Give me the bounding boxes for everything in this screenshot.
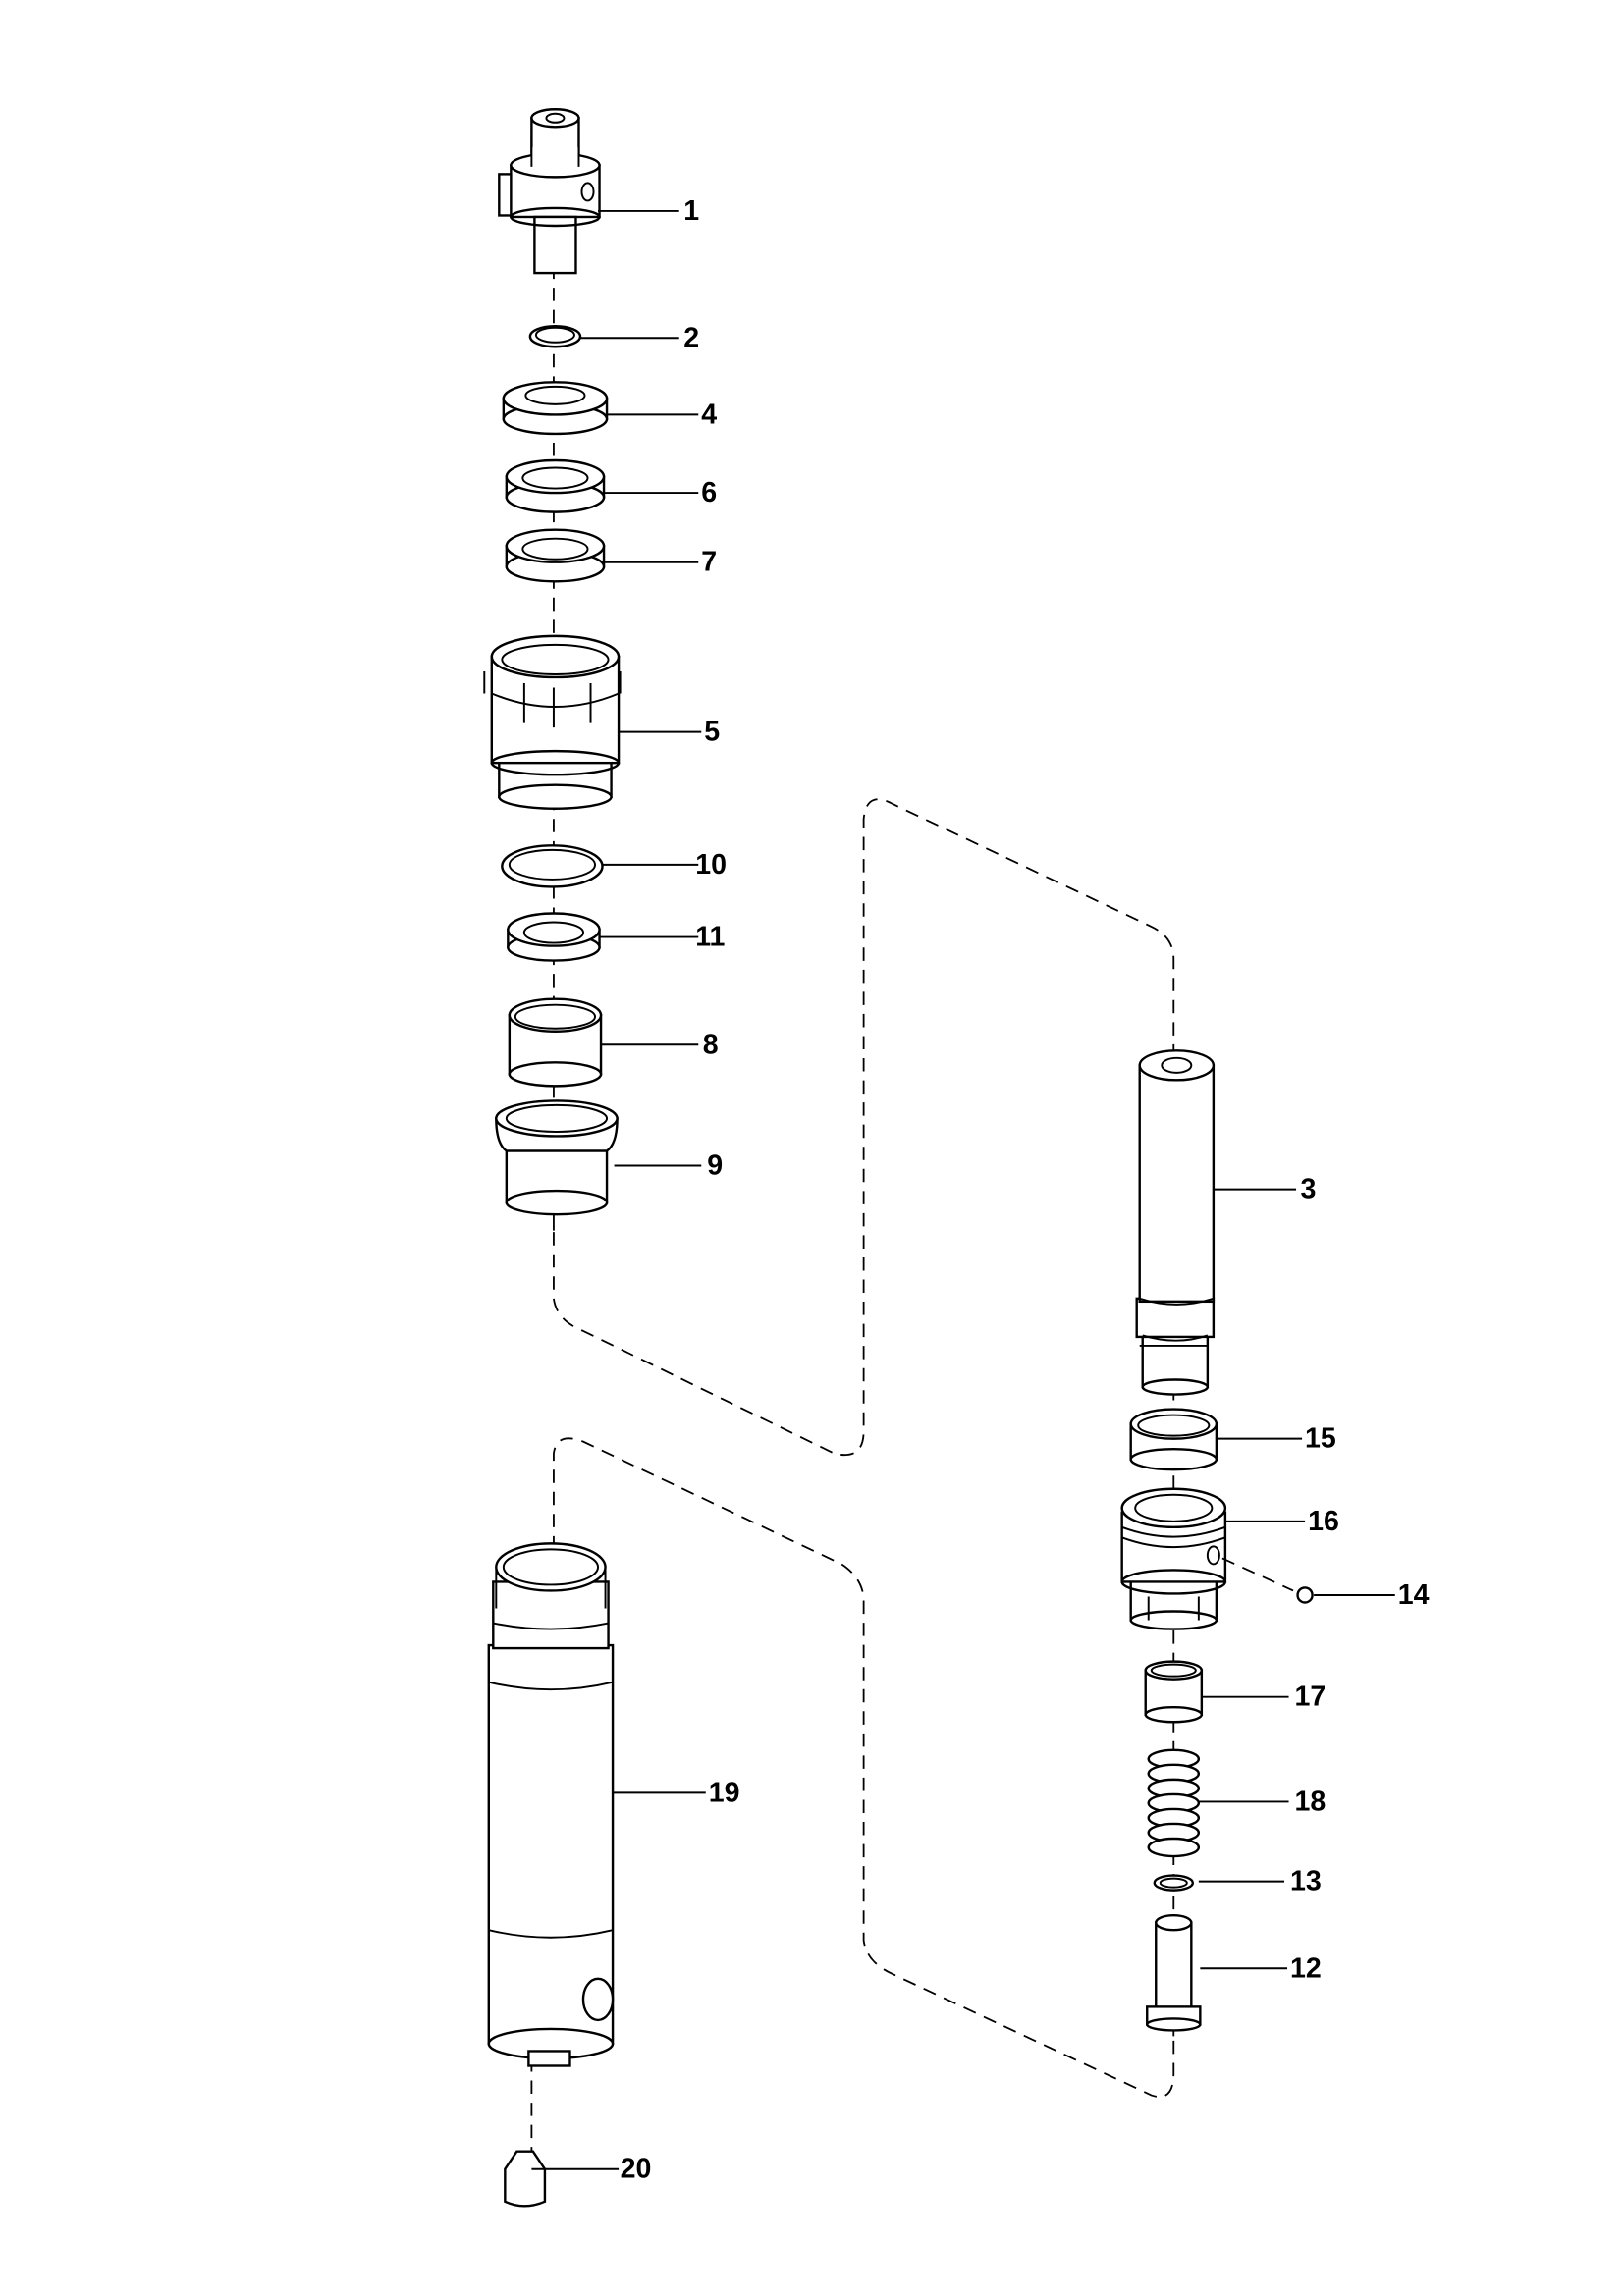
part-15-sleeve (1129, 1408, 1218, 1471)
callout-18: 18 (1295, 1786, 1326, 1817)
callout-12: 12 (1290, 1952, 1322, 1984)
part-1-adapter (498, 108, 601, 275)
part-20-pin (504, 2150, 547, 2208)
part-6-seal (505, 458, 606, 513)
part-17-sleeve (1144, 1660, 1204, 1724)
callout-4: 4 (701, 399, 717, 430)
assembly-path-upper (553, 265, 1175, 1456)
assembly-path-lower (530, 1387, 1175, 2155)
part-14-screw (1221, 1557, 1314, 1604)
part-2-oring (528, 325, 582, 348)
callout-13: 13 (1290, 1866, 1322, 1897)
part-16-valve-body (1120, 1487, 1227, 1630)
part-13-oring (1153, 1874, 1195, 1892)
callout-19: 19 (709, 1777, 740, 1808)
part-11-seal (507, 912, 601, 962)
callout-20: 20 (621, 2154, 652, 2185)
part-12-valve (1146, 1913, 1202, 2032)
part-18-spring (1147, 1748, 1201, 1858)
part-9-flanged-bushing (495, 1099, 619, 1216)
callout-11: 11 (695, 922, 725, 953)
callout-3: 3 (1301, 1174, 1317, 1205)
callout-15: 15 (1305, 1423, 1336, 1455)
callout-14: 14 (1398, 1579, 1430, 1611)
part-5-nut (483, 634, 622, 810)
part-8-bushing (508, 997, 603, 1088)
callout-17: 17 (1295, 1682, 1326, 1713)
callout-1: 1 (683, 195, 699, 227)
callout-6: 6 (701, 477, 717, 508)
callout-2: 2 (683, 322, 699, 353)
part-19-pump-barrel (487, 1542, 615, 2067)
callout-10: 10 (695, 849, 727, 881)
part-10-ring (501, 844, 604, 888)
callout-16: 16 (1308, 1506, 1339, 1537)
part-7-seal (505, 528, 606, 583)
callout-5: 5 (704, 717, 720, 748)
part-4-washer (502, 381, 609, 436)
part-3-plunger (1135, 1049, 1216, 1396)
callout-8: 8 (703, 1029, 719, 1060)
callout-9: 9 (707, 1150, 723, 1182)
callout-7: 7 (701, 547, 717, 578)
